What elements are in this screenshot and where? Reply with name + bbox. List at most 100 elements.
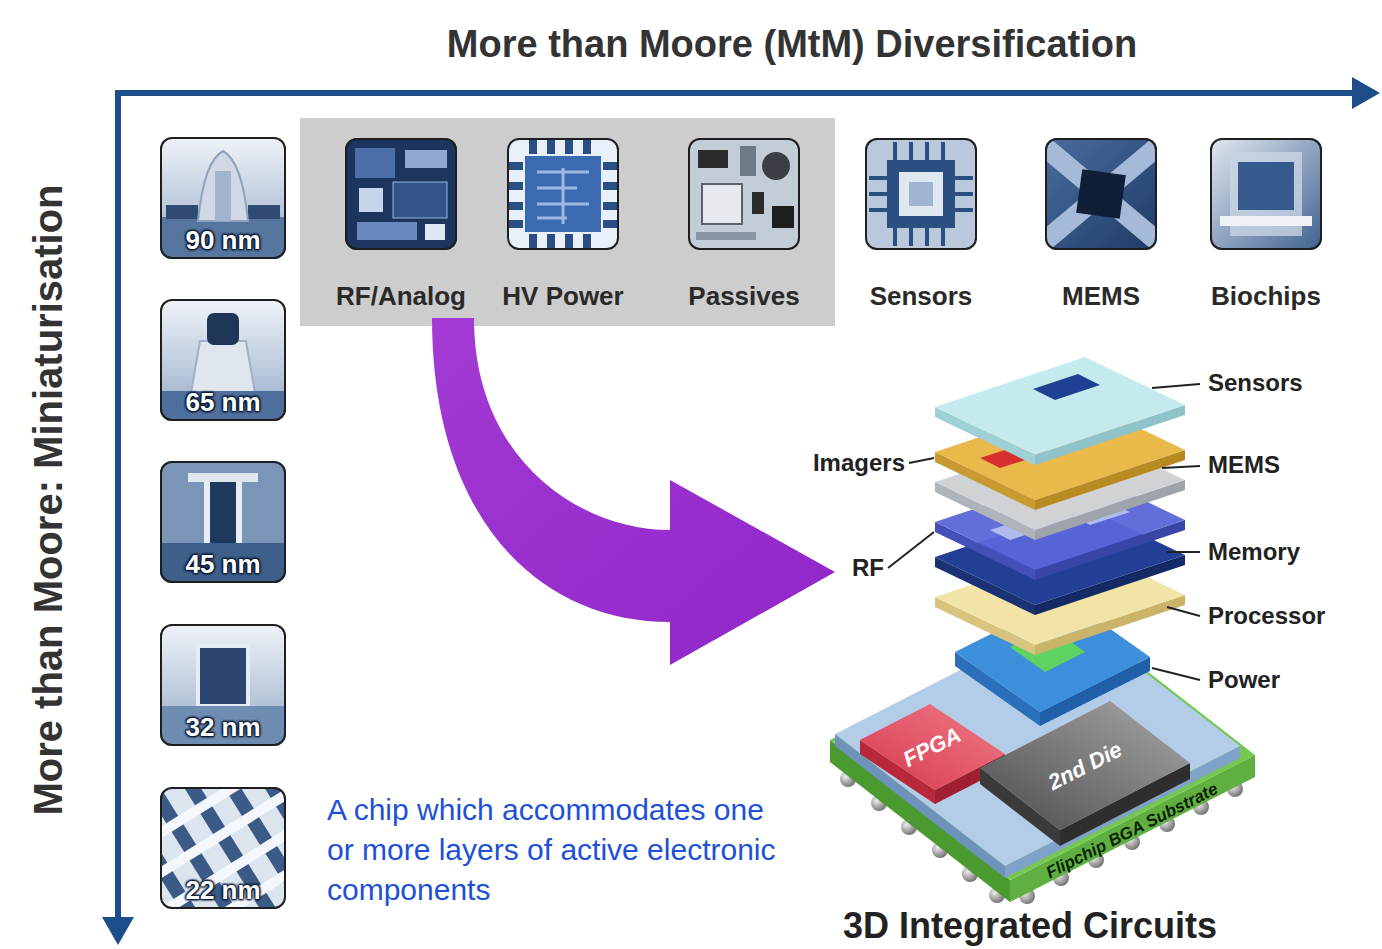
sensor-package-image xyxy=(953,192,973,196)
rf-chip-image xyxy=(425,224,445,240)
power-chip-image xyxy=(603,182,617,190)
mems-device-image xyxy=(1045,138,1157,250)
sensor-package-image xyxy=(909,226,913,246)
component-tile: MEMS xyxy=(1045,138,1157,250)
power-chip-image xyxy=(603,202,617,210)
power-chip-image xyxy=(547,234,555,248)
transistor-micrograph xyxy=(160,299,286,421)
axis-arrow xyxy=(118,90,1358,96)
sensor-package-image xyxy=(893,226,897,246)
component-label: RF/Analog xyxy=(301,281,501,311)
leader-line xyxy=(888,384,1200,680)
transistor-micrograph xyxy=(160,137,286,259)
layer-label: Processor xyxy=(1208,602,1325,631)
component-label: Passives xyxy=(644,281,844,311)
sensor-package-image xyxy=(941,142,945,162)
biochip-image xyxy=(1210,138,1322,250)
sensor-package-image xyxy=(925,142,929,162)
power-chip-image xyxy=(529,234,537,248)
die-layer: FPGA xyxy=(897,721,967,773)
rf-chip-image xyxy=(355,148,395,178)
sensor-package-image xyxy=(899,172,943,216)
node-tile: 90 nm xyxy=(160,137,286,259)
component-label: HV Power xyxy=(463,281,663,311)
sensor-package-image xyxy=(869,142,973,246)
power-chip-image xyxy=(509,220,523,228)
transistor-micrograph xyxy=(248,205,280,219)
component-tile: Biochips xyxy=(1210,138,1322,250)
component-tile: Sensors xyxy=(865,138,977,250)
rf-chip-image xyxy=(345,138,457,250)
component-label: Biochips xyxy=(1166,281,1366,311)
finfet-micrograph xyxy=(160,811,286,909)
sensor-layer xyxy=(935,357,1185,465)
sensor-package-image xyxy=(865,138,977,250)
finfet-micrograph xyxy=(163,840,286,909)
transistor-micrograph xyxy=(160,461,286,583)
rf-chip-image xyxy=(393,182,447,218)
power-chip-image xyxy=(565,140,573,154)
passives-board-image xyxy=(772,206,794,228)
transistor-micrograph xyxy=(204,482,210,544)
leader-line xyxy=(888,532,934,568)
node-tile: 65 nm xyxy=(160,299,286,421)
passives-board-image xyxy=(698,150,728,168)
sensor-layer xyxy=(1033,374,1100,400)
component-tile: RF/Analog xyxy=(345,138,457,250)
passives-board-image xyxy=(740,146,756,176)
transistor-micrograph xyxy=(215,171,231,221)
die-layer: 2nd Die xyxy=(1042,736,1128,796)
node-size-label: 90 nm xyxy=(162,225,284,255)
layer-name: Flipchip BGA Substrate xyxy=(1041,778,1223,884)
power-chip-image xyxy=(509,162,523,170)
component-tile: HV Power xyxy=(507,138,619,250)
axis-title: More than Moore: Miniaturisation xyxy=(24,184,72,815)
axis-arrow xyxy=(1352,77,1380,109)
sensor-package-image xyxy=(953,208,973,212)
power-chip-image xyxy=(565,234,573,248)
transistor-micrograph xyxy=(188,473,258,482)
component-label: MEMS xyxy=(1001,281,1201,311)
sensor-package-image xyxy=(893,142,897,162)
layer-label: Power xyxy=(1208,666,1280,695)
axis-arrow xyxy=(102,77,1380,945)
biochip-image xyxy=(1210,138,1322,250)
layer-name: FPGA xyxy=(897,721,967,773)
passives-board-image xyxy=(688,138,800,250)
layer-label: Imagers xyxy=(813,449,905,478)
layer-name: 2nd Die xyxy=(1042,736,1128,796)
transistor-micrograph xyxy=(166,205,198,219)
mems-device-image xyxy=(1076,169,1126,219)
substrate-slab xyxy=(830,615,1255,902)
node-size-label: 22 nm xyxy=(162,875,284,905)
finfet-micrograph xyxy=(160,787,286,909)
power-chip-image xyxy=(525,156,601,232)
power-chip-image xyxy=(507,138,619,250)
sensor-package-image xyxy=(869,176,889,180)
transistor-micrograph xyxy=(198,646,248,706)
power-chip-image xyxy=(583,140,591,154)
finfet-micrograph xyxy=(160,787,286,909)
axis-arrow xyxy=(115,90,121,922)
leader-line xyxy=(909,458,934,463)
leader-line xyxy=(1152,384,1200,388)
layer-label: RF xyxy=(852,554,884,583)
power-chip-image xyxy=(509,140,617,248)
transistor-micrograph xyxy=(236,482,242,544)
axis-arrow xyxy=(102,917,134,945)
transistor-micrograph xyxy=(160,624,286,746)
power-chip-image xyxy=(509,182,523,190)
transistor-micrograph xyxy=(160,299,286,421)
transistor-micrograph xyxy=(160,217,286,259)
node-size-label: 32 nm xyxy=(162,712,284,742)
finfet-micrograph xyxy=(160,787,284,868)
mems-device-image xyxy=(1045,138,1157,250)
sensor-package-image xyxy=(865,138,977,250)
rf-chip-image xyxy=(357,222,417,240)
power-chip-image xyxy=(509,202,523,210)
power-chip-image xyxy=(583,234,591,248)
sensor-package-image xyxy=(925,226,929,246)
leader-line xyxy=(1152,668,1200,680)
node-tile: 22 nm xyxy=(160,787,286,909)
